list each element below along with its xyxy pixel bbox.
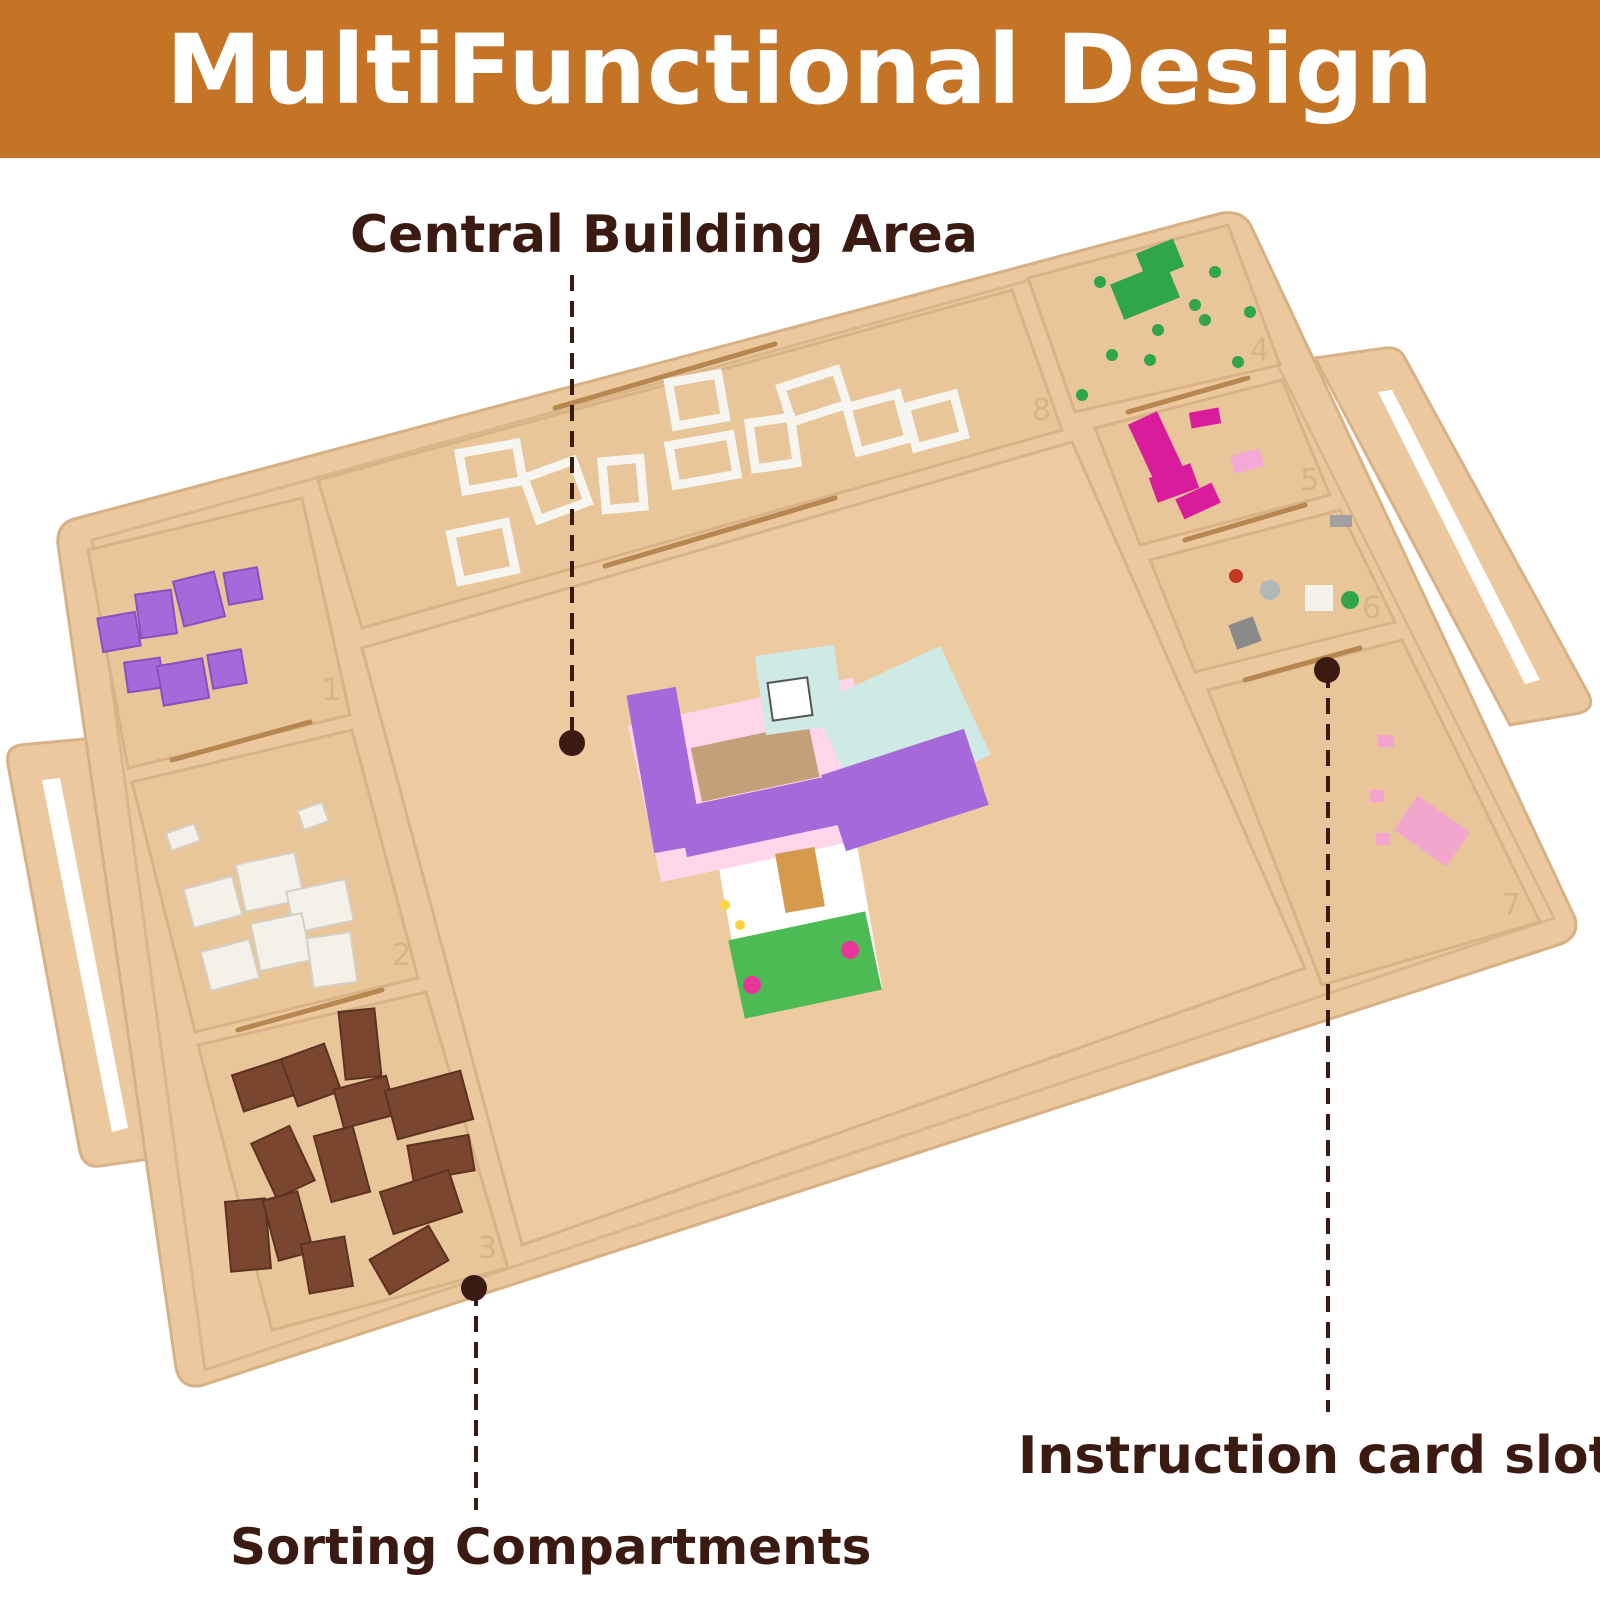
brown-bricks <box>223 1007 476 1296</box>
leader-lines <box>474 275 1330 1510</box>
card-slot-dot <box>1314 657 1340 683</box>
compartment-8 <box>316 288 1064 630</box>
banner-title: MultiFunctional Design <box>165 14 1435 126</box>
compartment-number-7: 7 <box>1502 888 1521 923</box>
compartment-number-3: 3 <box>478 1231 497 1266</box>
house-model <box>626 644 991 1019</box>
purple-bricks <box>96 566 264 707</box>
compartment-number-6: 6 <box>1362 591 1381 626</box>
callout-instruction-card-slot: Instruction card slot <box>1018 1426 1600 1486</box>
central-area-dot <box>559 730 585 756</box>
sorting-dot <box>461 1275 487 1301</box>
compartment-1 <box>86 496 352 770</box>
compartment-number-8: 8 <box>1032 393 1051 428</box>
compartment-number-5: 5 <box>1300 463 1319 498</box>
compartment-number-1: 1 <box>322 673 341 708</box>
compartment-number-2: 2 <box>392 938 411 973</box>
right-handle <box>1312 346 1593 727</box>
pink-bricks <box>1370 735 1471 867</box>
leader-dots <box>461 657 1340 1301</box>
compartment-number-4: 4 <box>1250 333 1269 368</box>
magenta-bricks <box>1127 407 1264 520</box>
card-slots <box>169 341 1363 1033</box>
title-banner: MultiFunctional Design <box>0 0 1600 158</box>
mixed-bricks <box>1228 515 1359 650</box>
white-bricks <box>164 800 359 993</box>
white-window-frames <box>445 364 971 587</box>
callout-sorting-compartments: Sorting Compartments <box>230 1518 872 1576</box>
left-handle <box>6 736 172 1168</box>
green-bricks <box>1076 238 1256 401</box>
callout-central-building-area: Central Building Area <box>350 205 978 265</box>
